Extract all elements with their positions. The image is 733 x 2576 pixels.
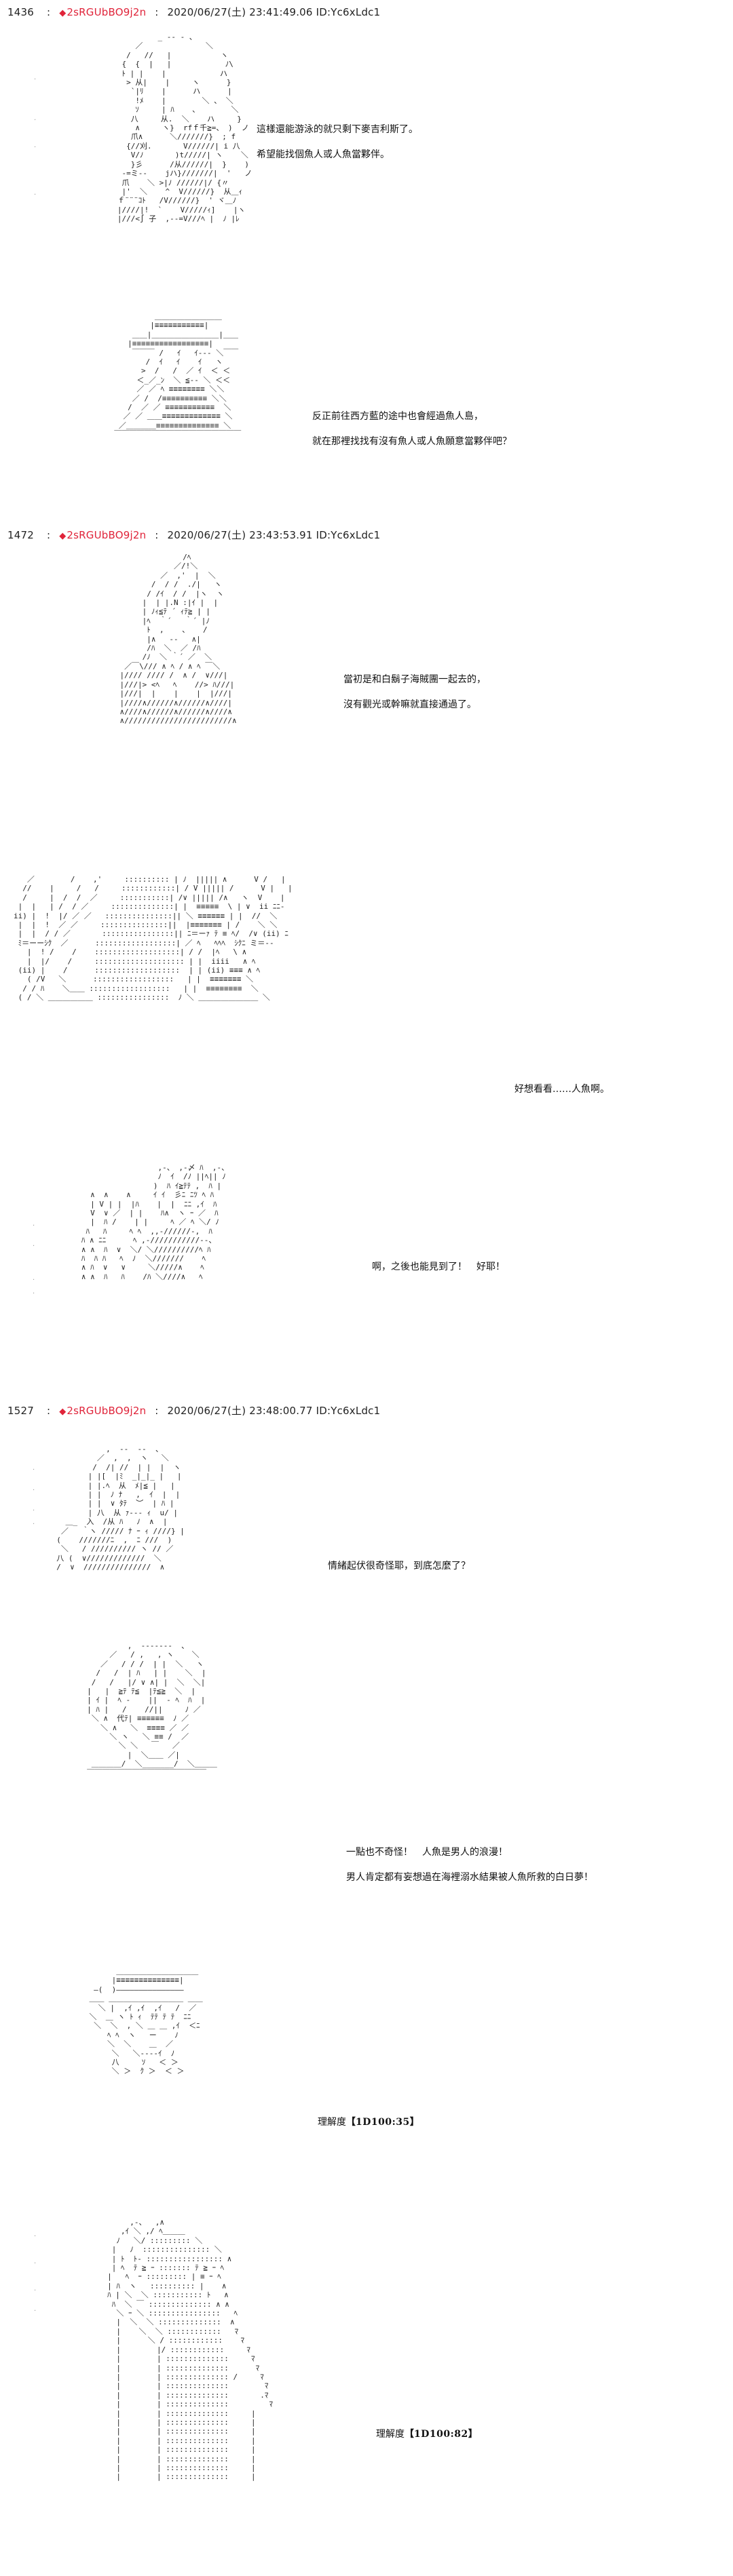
post-number[interactable]: 1472	[7, 529, 34, 541]
dot-marks: ....	[33, 1464, 35, 1526]
ascii-art-figure: , -‐ ‐- 、 ／ , , ヽ ＼ / /| // | | | ヽ | |[…	[56, 1445, 185, 1572]
post-header: 1436 : ◆2sRGUbBO9j2n : 2020/06/27(土) 23:…	[7, 5, 380, 20]
trip-code: ◆2sRGUbBO9j2n	[59, 1405, 147, 1417]
ascii-art-figure: /ﾍ ／/!＼ ／ ,' | ＼ / / / ./| ヽ / /ｲ / / |ヽ…	[119, 553, 237, 726]
dot-marks: ....	[34, 2231, 37, 2313]
dot-marks: ....	[33, 1220, 35, 1295]
ascii-art-hat-character: ＿＿＿＿＿＿＿＿＿＿＿ |≡≡≡≡≡≡≡≡≡≡≡≡≡≡| ―( )―――――――…	[89, 1967, 203, 2076]
ascii-art-figure: _ -‐ - 、 ／ ＼ / // | ヽ { { | | ﾉ\ ﾄ | | |…	[117, 33, 252, 224]
ascii-art-figure-serious: , -‐‐‐‐‐- 、 ／ / , , ヽ ＼ ／ / / / | | ＼ ヽ …	[87, 1641, 217, 1778]
post-header: 1527 : ◆2sRGUbBO9j2n : 2020/06/27(土) 23:…	[7, 1404, 380, 1419]
diamond-icon: ◆	[59, 531, 67, 541]
dialog-text: 反正前往西方藍的途中也會經過魚人島， 就在那裡找找有沒有魚人或人魚願意當夥伴吧？	[312, 411, 512, 447]
ascii-art-duo-celebrating: ,-、 ,-〆 ﾊ ,-、 ﾉ ｲ /ﾉ ||ﾍ|| ﾉ ) ﾊ ｲ≧ﾃﾃ , …	[81, 1163, 229, 1281]
trip-code: ◆2sRGUbBO9j2n	[59, 529, 147, 541]
post-number[interactable]: 1527	[7, 1405, 34, 1417]
dot-marks: ....	[34, 74, 37, 197]
separator: :	[155, 529, 159, 541]
diamond-icon: ◆	[59, 8, 67, 18]
dialog-text: 好想看看……人魚啊。	[514, 1084, 609, 1095]
diamond-icon: ◆	[59, 1407, 67, 1417]
dice-roll-result: 理解度【1D100:35】	[318, 2117, 419, 2128]
poster-id: ID:Yc6xLdc1	[316, 6, 381, 18]
post-datetime: 2020/06/27(土) 23:43:53.91	[167, 529, 313, 541]
poster-id: ID:Yc6xLdc1	[316, 529, 381, 541]
ascii-art-figure-standing: ,-、 ,∧ ,ｲ ＼ ,/ ﾍ＿＿＿ ﾉ ＼/ ::::::::: ＼ | ﾉ…	[107, 2218, 274, 2482]
post-datetime: 2020/06/27(土) 23:41:49.06	[167, 6, 313, 18]
post-number[interactable]: 1436	[7, 6, 34, 18]
dialog-text: 當初是和白鬍子海賊團一起去的， 沒有觀光或幹嘛就直接通過了。	[343, 674, 486, 710]
dialog-text: 情緒起伏很奇怪耶，到底怎麼了？	[328, 1561, 470, 1572]
separator: :	[155, 6, 159, 18]
separator: :	[46, 6, 51, 18]
poster-id: ID:Yc6xLdc1	[316, 1405, 381, 1417]
post-header: 1472 : ◆2sRGUbBO9j2n : 2020/06/27(土) 23:…	[7, 528, 380, 543]
dice-roll-result: 理解度【1D100:82】	[376, 2429, 478, 2440]
dice-roll-value: 1D100:82	[414, 2429, 468, 2440]
dice-roll-value: 1D100:35	[356, 2117, 410, 2128]
trip-code: ◆2sRGUbBO9j2n	[59, 6, 147, 18]
dice-label: 理解度	[376, 2429, 405, 2440]
separator: :	[46, 1405, 51, 1417]
dialog-text: 啊，之後也能見到了！ 好耶！	[372, 1262, 505, 1272]
post-datetime: 2020/06/27(土) 23:48:00.77	[167, 1405, 313, 1417]
dialog-text: 一點也不奇怪！ 人魚是男人的浪漫！ 男人肯定都有妄想過在海裡溺水結果被人魚所救的…	[346, 1847, 593, 1883]
ascii-art-group-scene: ／ / ,' :::::::::: | ﾉ ||||| ∧ V / | // |…	[14, 875, 293, 1002]
dice-label: 理解度	[318, 2117, 346, 2128]
separator: :	[155, 1405, 159, 1417]
dialog-text: 這樣還能游泳的就只剩下麥吉利斯了。 希望能找個魚人或人魚當夥伴。	[257, 124, 418, 160]
ascii-art-hat-figure: ＿＿＿＿＿＿＿＿＿ |≡≡≡≡≡≡≡≡≡≡≡| ＿＿|＿＿＿＿＿＿＿＿＿|＿＿ …	[114, 312, 242, 440]
separator: :	[46, 529, 51, 541]
